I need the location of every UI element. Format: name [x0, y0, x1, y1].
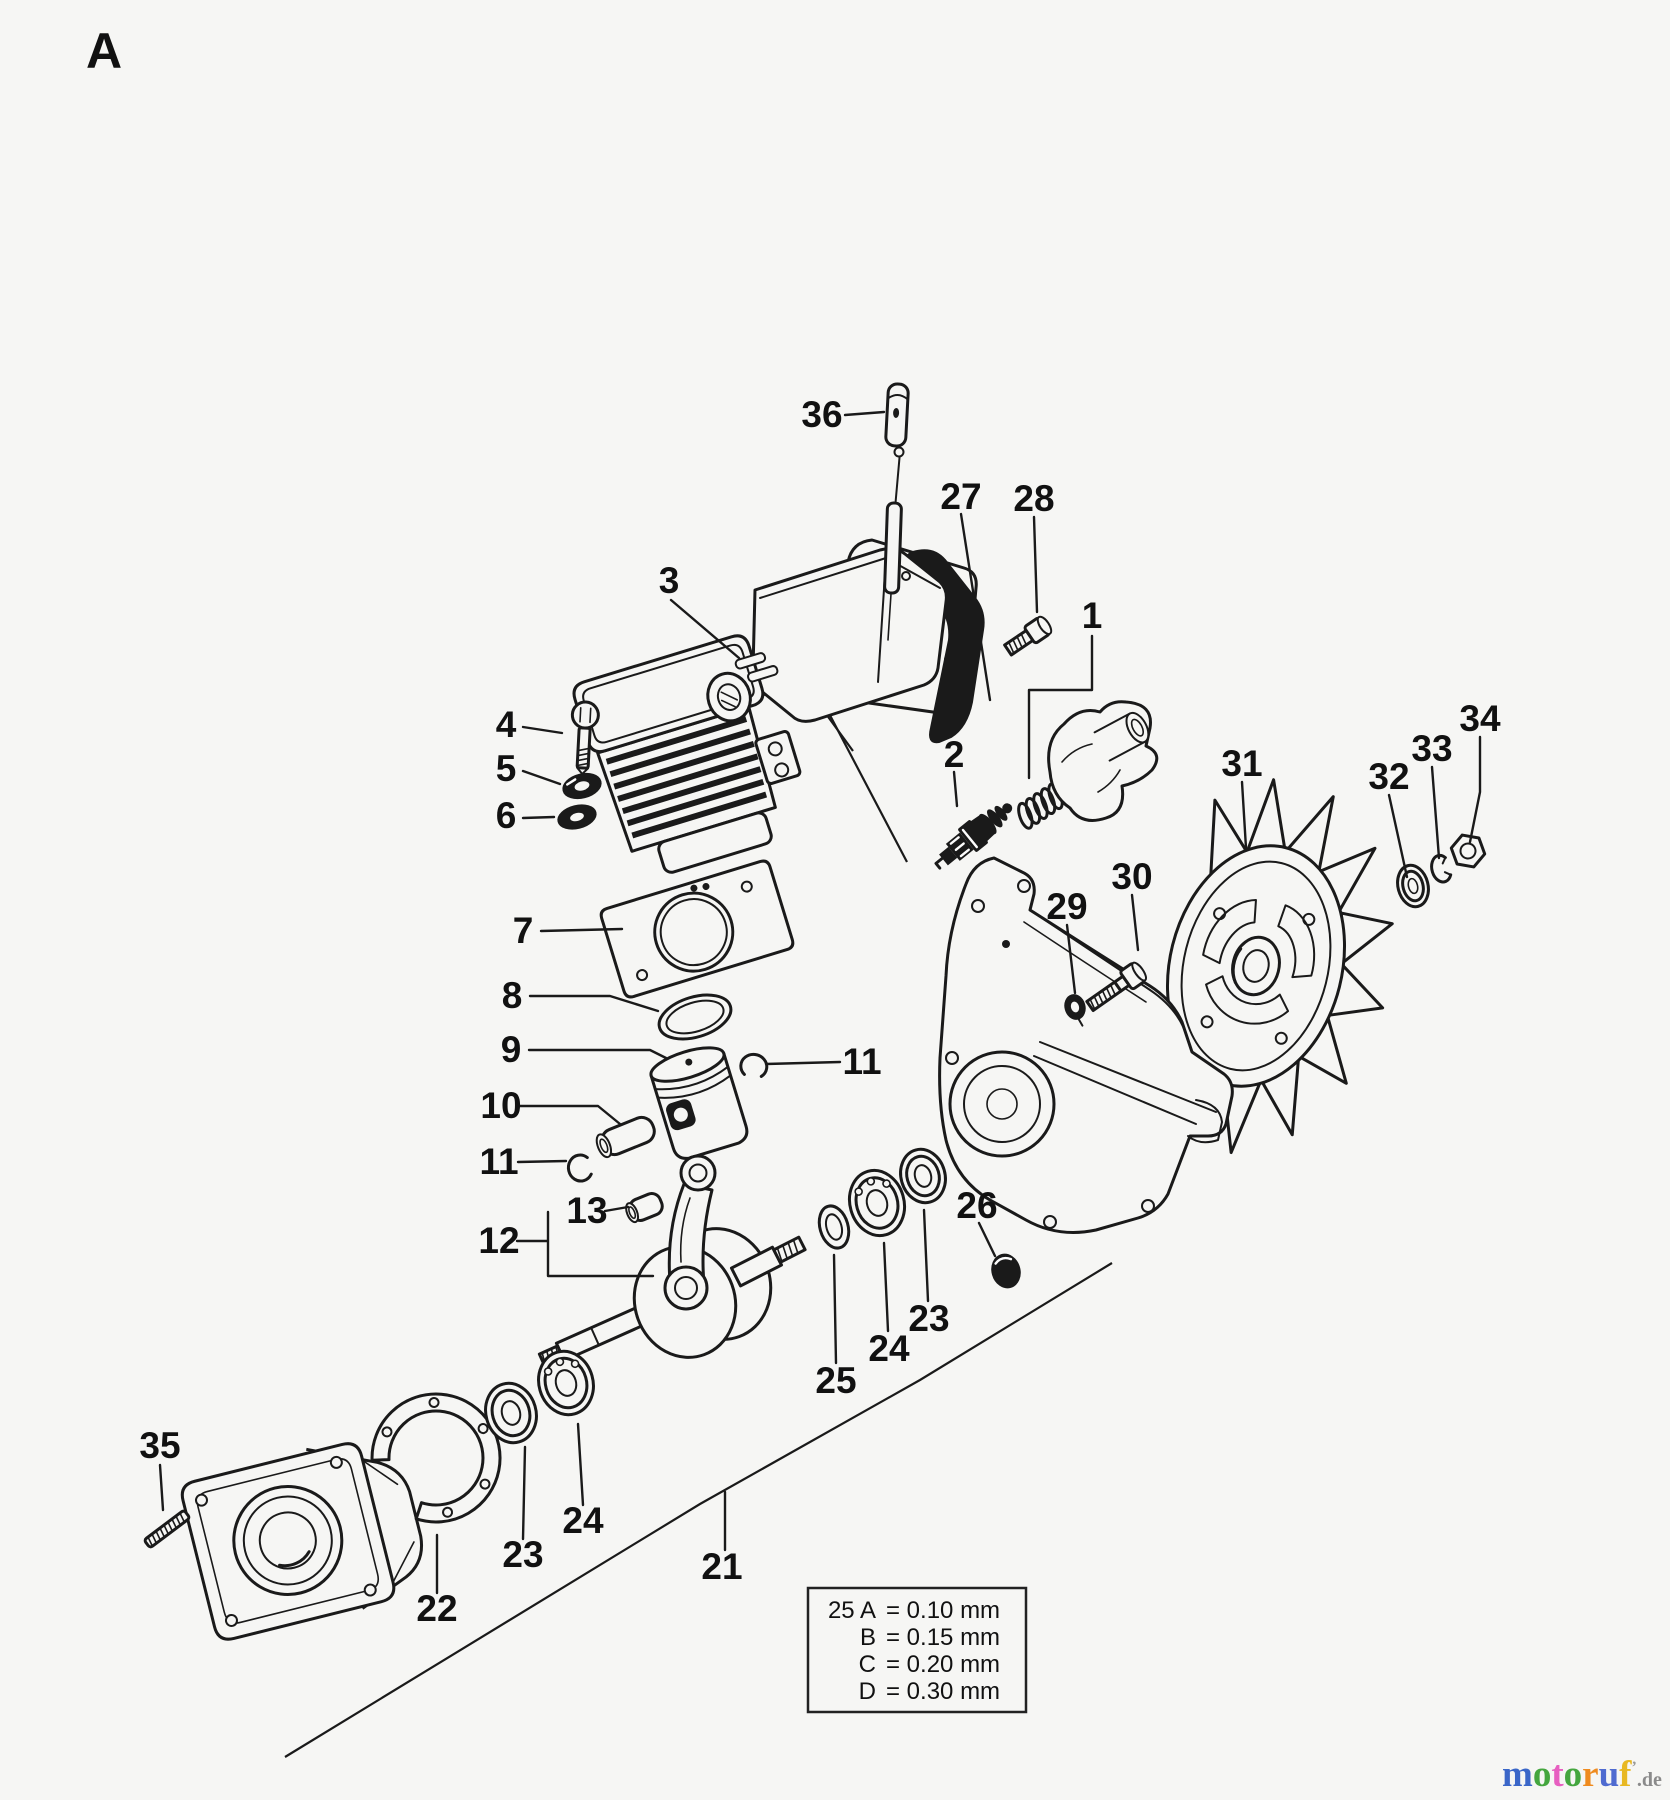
crankcase-gasket-22-drawing: [370, 1392, 502, 1524]
leader-lines: [158, 410, 1482, 1595]
legend-row-value: = 0.30 mm: [886, 1678, 1000, 1705]
legend-row-value: = 0.10 mm: [886, 1597, 1000, 1624]
watermark-letter: f: [1619, 1754, 1632, 1795]
watermark-letter: u: [1599, 1754, 1620, 1795]
part-label-36: 36: [801, 394, 842, 435]
part-label-24b: 24: [868, 1328, 910, 1369]
part-label-12: 12: [478, 1220, 519, 1261]
part-label-29: 29: [1046, 886, 1087, 927]
bearing-24-left-drawing: [537, 1349, 595, 1417]
crankcase-half-drawing: [938, 856, 1234, 1234]
piston-9-drawing: [649, 1046, 749, 1160]
part-label-27: 27: [940, 476, 981, 517]
vent-pin-36-drawing: [884, 382, 910, 448]
part-label-10: 10: [480, 1085, 521, 1126]
washer-5-drawing: [562, 772, 602, 800]
legend-rows: 25 A = 0.10 mm B = 0.15 mm C = 0.20 mm D = 0.30…: [828, 1597, 1000, 1705]
part-label-34: 34: [1459, 698, 1501, 739]
part-label-1: 1: [1082, 595, 1103, 636]
legend-row-key: D: [859, 1678, 876, 1705]
clutch-side-case-drawing: [180, 1442, 423, 1641]
washer-29-drawing: [1064, 994, 1086, 1027]
part-label-28: 28: [1013, 478, 1054, 519]
part-label-11b: 11: [842, 1041, 881, 1082]
part-label-8: 8: [502, 975, 523, 1016]
watermark-letter: o: [1564, 1754, 1583, 1795]
part-label-11a: 11: [479, 1141, 518, 1182]
variant-label: A: [86, 23, 122, 79]
part-label-5: 5: [496, 748, 517, 789]
bolt-30-drawing: [1085, 961, 1148, 1013]
piston-ring-8-drawing: [657, 993, 733, 1041]
part-label-33: 33: [1411, 728, 1452, 769]
legend-row-key: C: [859, 1651, 876, 1678]
part-label-9: 9: [501, 1029, 522, 1070]
circlip-11-right-drawing: [739, 1052, 769, 1078]
bushing-13-drawing: [625, 1192, 664, 1224]
washer-32-drawing: [1396, 863, 1430, 909]
tank-vent-tube-drawing: [883, 446, 905, 641]
part-label-3: 3: [659, 560, 680, 601]
screw-4-drawing: [570, 700, 600, 775]
circlip-11-left-drawing: [566, 1153, 593, 1183]
part-label-22: 22: [416, 1588, 457, 1629]
watermark-suffix: .de: [1637, 1769, 1662, 1791]
cylinder-gasket-7-drawing: [599, 859, 795, 999]
spark-plug-2-drawing: [934, 803, 1013, 870]
washer-6-drawing: [557, 804, 597, 830]
part-label-32: 32: [1368, 756, 1409, 797]
part-label-6: 6: [496, 795, 517, 836]
seal-25-drawing: [817, 1204, 851, 1250]
part-label-4: 4: [496, 704, 517, 745]
part-label-23b: 23: [908, 1298, 949, 1339]
watermark-letter: r: [1582, 1754, 1598, 1795]
tolerance-legend-box: 25 A = 0.10 mm B = 0.15 mm C = 0.20 mm D = 0.30…: [806, 1586, 1028, 1714]
part-label-35: 35: [139, 1425, 180, 1466]
plug-26-drawing: [991, 1253, 1021, 1289]
mount-1-drawing: [1047, 700, 1159, 822]
lock-washer-33-drawing: [1430, 853, 1453, 884]
watermark-letter: m: [1502, 1754, 1533, 1795]
bearing-24-right-drawing: [847, 1168, 907, 1238]
part-label-24a: 24: [562, 1500, 604, 1541]
part-label-21: 21: [701, 1546, 742, 1587]
legend-row-key: B: [860, 1624, 876, 1651]
part-label-2: 2: [944, 734, 965, 775]
watermark-letter: t: [1551, 1754, 1564, 1795]
cylinder-3-drawing: [572, 634, 802, 874]
part-label-25: 25: [815, 1360, 856, 1401]
watermark-logo: motoruf’.de: [1502, 1754, 1662, 1795]
bearing-23-left-drawing: [484, 1381, 538, 1445]
part-label-30: 30: [1111, 856, 1152, 897]
watermark-letter: ’: [1632, 1759, 1637, 1776]
nut-34-drawing: [1449, 833, 1487, 869]
stud-35-drawing: [143, 1509, 191, 1549]
part-label-7: 7: [513, 910, 534, 951]
wrist-pin-10-drawing: [595, 1115, 656, 1159]
screw-28-drawing: [1003, 615, 1053, 657]
part-label-23a: 23: [502, 1534, 543, 1575]
crankshaft-12-drawing: [537, 1154, 807, 1368]
legend-row-key: 25 A: [828, 1597, 876, 1624]
legend-border: [806, 1586, 1028, 1714]
bearing-23-right-drawing: [899, 1147, 947, 1205]
part-label-31: 31: [1221, 743, 1262, 784]
part-label-13: 13: [566, 1190, 607, 1231]
legend-row-value: = 0.20 mm: [886, 1651, 1000, 1678]
part-label-26: 26: [956, 1185, 997, 1226]
watermark-letter: o: [1533, 1754, 1552, 1795]
legend-row-value: = 0.15 mm: [886, 1624, 1000, 1651]
